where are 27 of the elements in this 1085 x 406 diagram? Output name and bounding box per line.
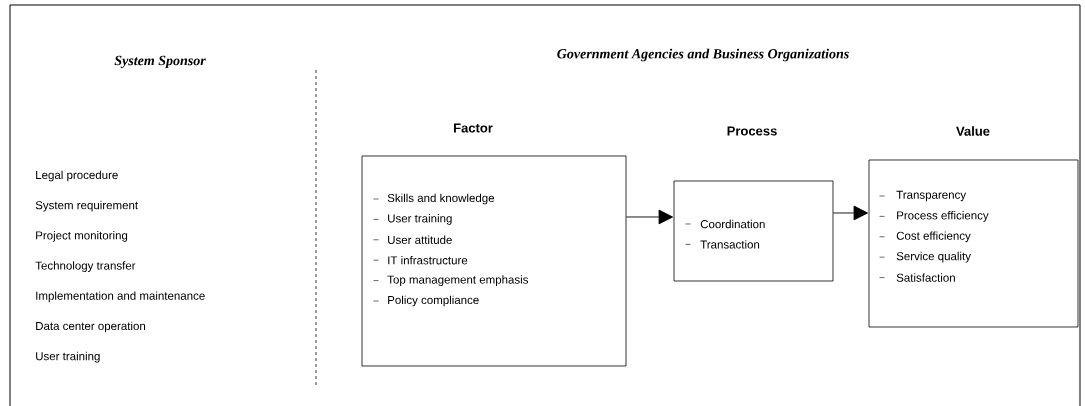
list-item: Process efficiency [879, 211, 989, 222]
arrow [832, 205, 869, 221]
heading: System Sponsor [114, 55, 206, 69]
box-heading: Process [727, 126, 777, 136]
list-item: Data center operation [36, 321, 146, 333]
list-item: Project monitoring [36, 231, 128, 242]
list-item: User training [373, 214, 452, 225]
list-item: Service quality [879, 251, 971, 263]
title: Government Agencies and Business Organizations [557, 48, 849, 62]
list-item: IT infrastructure [373, 255, 468, 265]
list-item: Technology transfer [35, 261, 136, 272]
list-item: User attitude [373, 235, 452, 244]
list-item: System requirement [35, 200, 138, 212]
list-item: User training [36, 351, 100, 363]
list-item: Skills and knowledge [373, 193, 495, 205]
box-heading: Factor [454, 123, 493, 133]
list-item: Transaction [685, 240, 760, 249]
list-item: Implementation and maintenance [36, 291, 205, 303]
box-heading: Value [956, 126, 990, 136]
list-item: Policy compliance [373, 295, 479, 307]
list-item: Transparency [879, 190, 967, 202]
list-item: Legal procedure [36, 170, 118, 182]
list-item: Satisfaction [879, 273, 955, 282]
list-item: Cost efficiency [879, 231, 971, 243]
arrow [625, 209, 674, 225]
list-item: Top management emphasis [373, 275, 529, 286]
list-item: Coordination [685, 219, 765, 229]
